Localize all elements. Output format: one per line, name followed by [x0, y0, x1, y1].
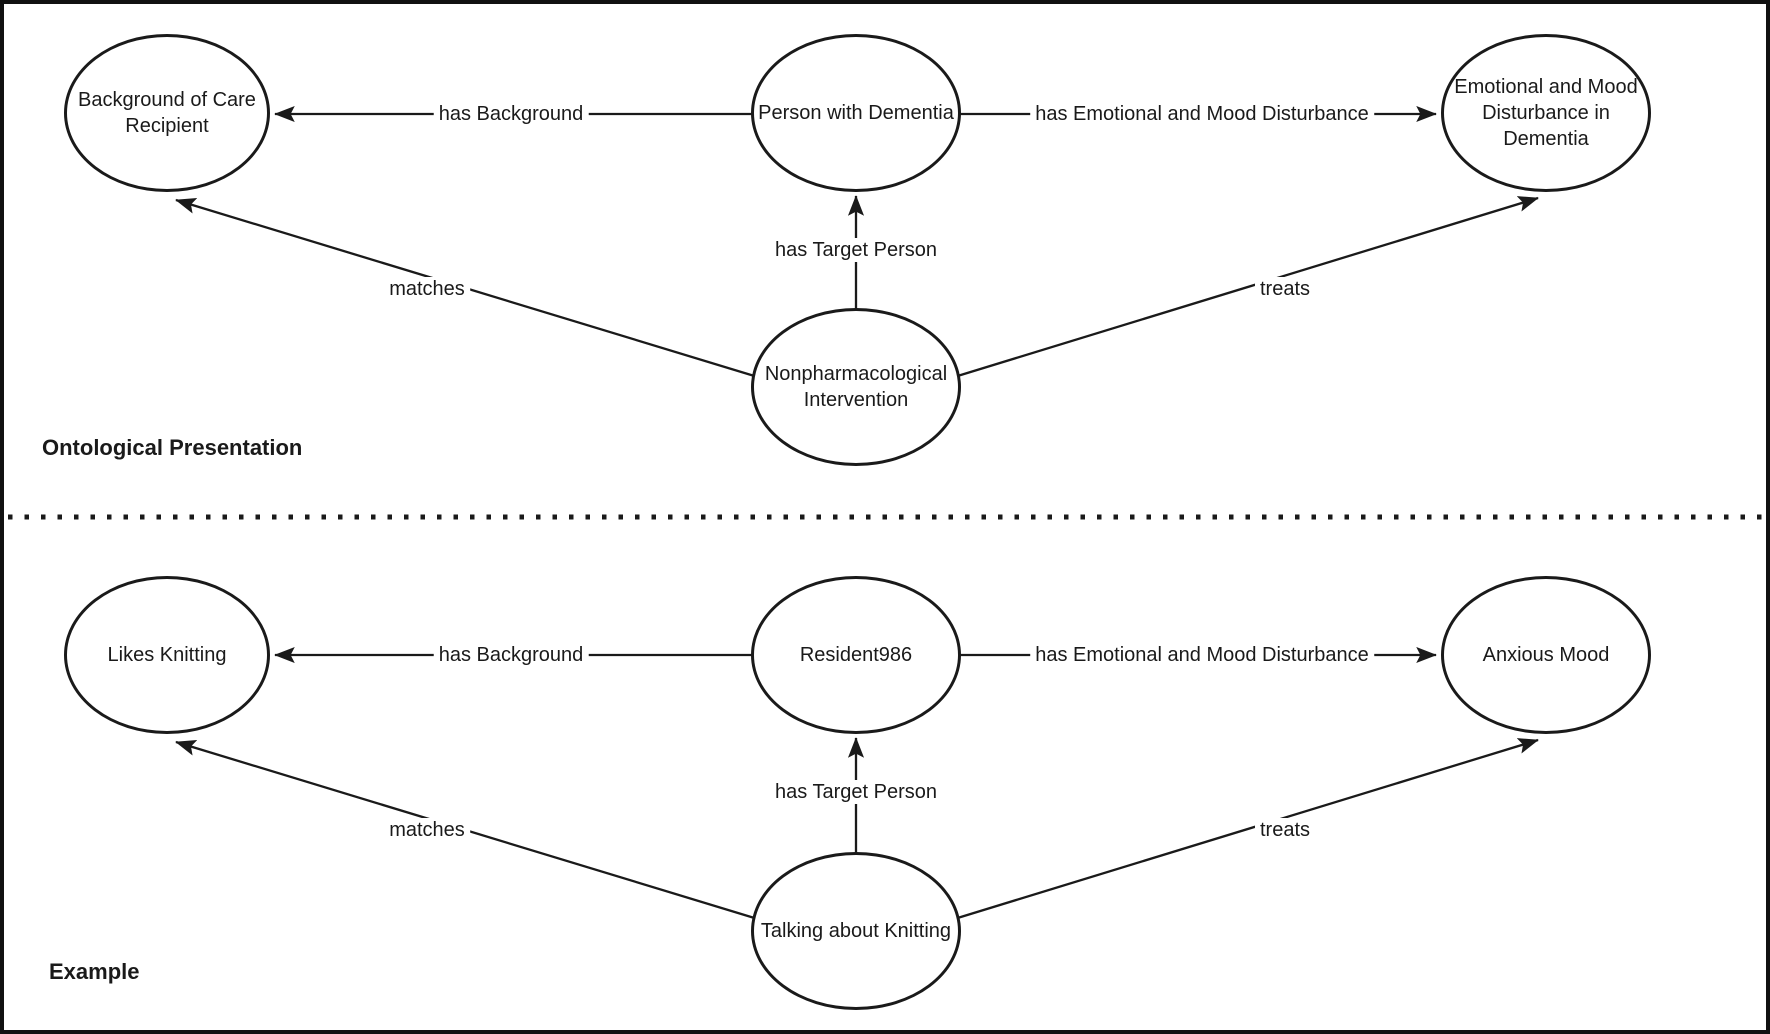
node-label: Nonpharmacological Intervention: [764, 363, 948, 411]
edge-label-has-emotional-top: has Emotional and Mood Disturbance: [1030, 102, 1374, 126]
section-title-ontological-presentation: Ontological Presentation: [42, 435, 303, 460]
edge-label-has-emotional-bottom: has Emotional and Mood Disturbance: [1030, 643, 1374, 667]
node-label: Person with Dementia: [758, 102, 954, 124]
edge-label-treats-top: treats: [1254, 277, 1316, 301]
node-talking-about-knitting: Talking about Knitting: [751, 852, 961, 1010]
node-nonpharmacological-intervention: Nonpharmacological Intervention: [751, 308, 961, 466]
edge-label-has-background-top: has Background: [433, 102, 589, 126]
node-anxious-mood: Anxious Mood: [1441, 576, 1651, 734]
node-label: Background of Care Recipient: [78, 89, 256, 137]
node-label: Talking about Knitting: [760, 920, 952, 942]
edge-label-treats-bottom: treats: [1254, 818, 1316, 842]
node-label: Resident986: [799, 644, 913, 666]
edge-label-matches-bottom: matches: [384, 818, 470, 842]
node-label: Emotional and Mood Disturbance in Dement…: [1454, 76, 1638, 150]
edge-label-has-background-bottom: has Background: [433, 643, 589, 667]
section-title-example: Example: [49, 959, 140, 984]
node-label: Anxious Mood: [1482, 644, 1610, 666]
node-person-with-dementia: Person with Dementia: [751, 34, 961, 192]
edge-label-has-target-person-bottom: has Target Person: [770, 780, 942, 804]
node-label: Likes Knitting: [107, 644, 227, 666]
node-background-of-care-recipient: Background of Care Recipient: [64, 34, 270, 192]
node-likes-knitting: Likes Knitting: [64, 576, 270, 734]
edge-label-has-target-person-top: has Target Person: [770, 238, 942, 262]
edge-label-matches-top: matches: [384, 277, 470, 301]
node-resident986: Resident986: [751, 576, 961, 734]
edge-line-treats-bottom: [950, 738, 1539, 922]
edge-line-treats-top: [950, 196, 1539, 380]
node-emotional-and-mood-disturbance-in-dementia: Emotional and Mood Disturbance in Dement…: [1441, 34, 1651, 192]
